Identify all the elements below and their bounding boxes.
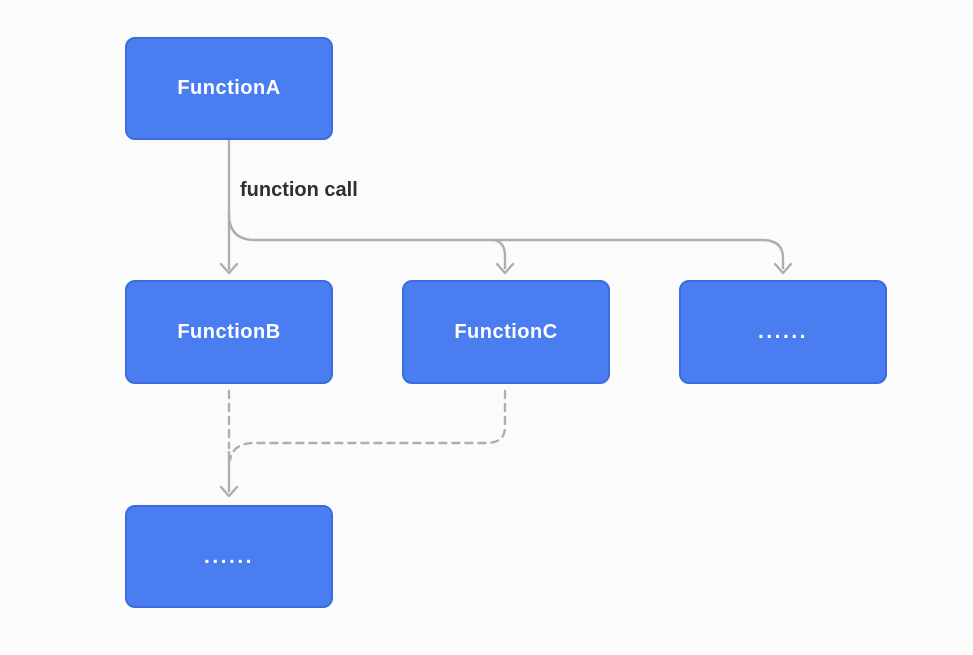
edge-label-function-call: function call (240, 179, 358, 201)
arrowhead-to-c-icon (495, 262, 515, 275)
node-function-c-label: FunctionC (454, 320, 558, 343)
edge-branch-to-c-line (492, 238, 507, 270)
node-ellipsis-bottom-label: ...... (203, 544, 254, 568)
arrowhead-to-bottom-icon (219, 485, 239, 498)
node-function-a-label: FunctionA (177, 77, 281, 99)
arrowhead-to-right-icon (773, 262, 793, 275)
node-ellipsis-right-label: ...... (757, 320, 808, 343)
edge-c-dashed-line (228, 389, 507, 462)
node-function-a: FunctionA (125, 37, 333, 140)
node-function-b-label: FunctionB (177, 320, 281, 343)
node-function-b: FunctionB (125, 280, 333, 384)
node-function-c: FunctionC (402, 280, 610, 384)
node-ellipsis-right: ...... (679, 280, 887, 384)
node-ellipsis-bottom: ...... (125, 505, 333, 608)
arrowhead-to-b-icon (219, 262, 239, 275)
edge-a-branch-line (227, 212, 785, 270)
